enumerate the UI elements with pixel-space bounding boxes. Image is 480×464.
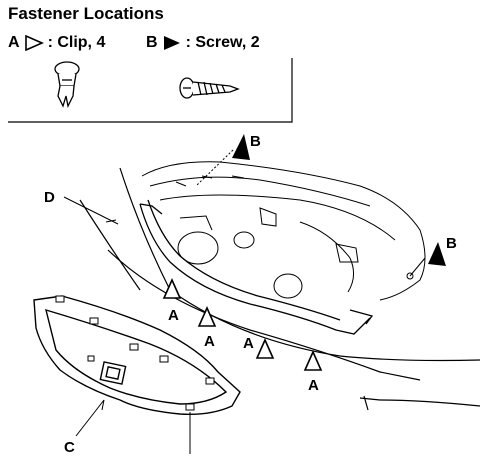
hollow-triangle-icon [24,35,44,51]
leader-lines [63,149,426,454]
clip-marker-4 [303,350,323,371]
callout-c: C [64,439,75,456]
clip-markers [162,278,323,371]
legend-letter-b: B [146,34,158,51]
screw-markers [232,134,446,266]
callout-a-1: A [168,307,179,324]
callout-d: D [44,189,55,206]
engine-bay [141,161,426,301]
screw-icon [179,77,240,99]
filled-triangle-icon [163,36,180,50]
grille-clip-tabs [55,295,215,411]
screw-marker-1 [232,134,250,160]
callout-a-3: A [243,335,254,352]
callout-b-1: B [250,133,261,150]
legend-text-screw: : Screw, 2 [185,34,260,51]
upper-grille-frame [139,199,374,335]
clip-marker-1 [162,278,182,299]
clip-marker-2 [197,306,217,327]
legend-item-screw: B : Screw, 2 [146,34,260,52]
front-grille [33,295,241,416]
legend-box-border [8,58,293,123]
body-panel-lines [79,167,480,411]
callout-a-2: A [204,333,215,350]
legend-text-clip: : Clip, 4 [47,34,106,51]
legend-letter-a: A [8,34,20,51]
legend-title: Fastener Locations [8,4,164,23]
clip-marker-3 [255,338,275,359]
callout-b-2: B [446,235,457,252]
clip-icon [54,61,80,108]
callout-a-4: A [308,377,319,394]
legend-item-clip: A : Clip, 4 [8,34,105,52]
screw-marker-2 [428,242,446,266]
